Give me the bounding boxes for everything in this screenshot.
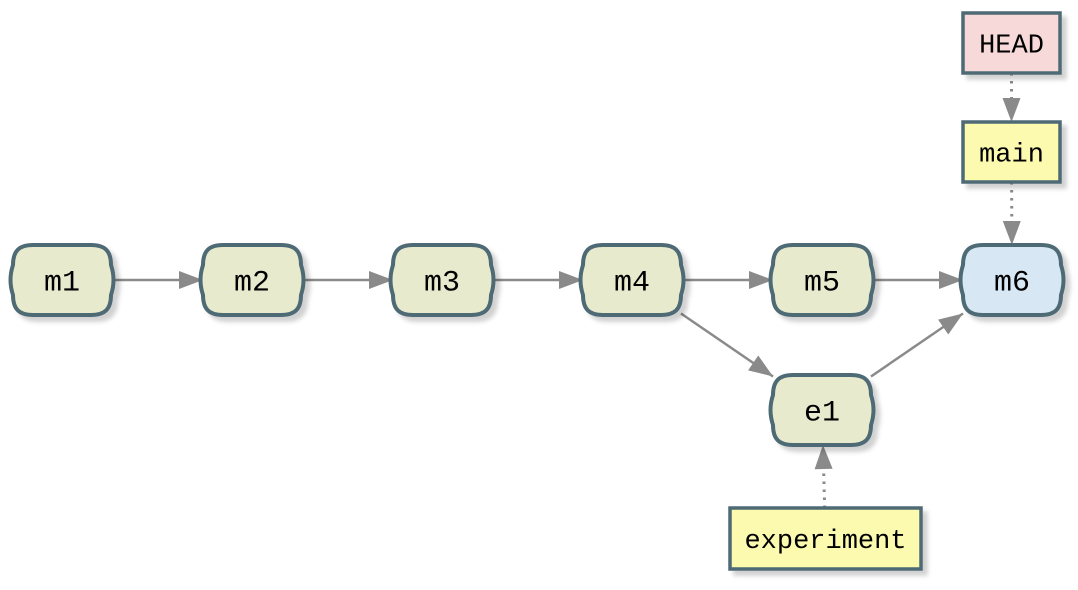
commit-shape [388,243,496,317]
node-label-m2: m2 [234,267,270,301]
branch-box-shape [728,506,923,571]
commit-shape [958,243,1066,317]
node-label-m3: m3 [424,267,460,301]
commit-shape [768,243,876,317]
node-label-experiment: experiment [744,527,906,557]
commit-shape [768,373,876,447]
commit-node-m3: m3 [388,243,496,317]
commit-node-m2: m2 [198,243,306,317]
label-box-experiment: experiment [728,506,923,571]
edge-e1-m6 [870,312,964,378]
label-box-HEAD: HEAD [961,11,1062,75]
commit-node-e1: e1 [768,373,876,447]
node-label-m4: m4 [614,267,650,301]
commit-shape [8,243,116,317]
commit-node-m1: m1 [8,243,116,317]
edge-m4-e1 [680,312,774,378]
commit-node-m6: m6 [958,243,1066,317]
node-label-e1: e1 [804,397,840,431]
branch-box-shape [961,120,1062,184]
node-label-main: main [979,140,1044,170]
commit-shape [198,243,306,317]
commit-node-m5: m5 [768,243,876,317]
node-label-HEAD: HEAD [979,31,1044,61]
head-box-shape [961,11,1062,75]
node-layer: m1 m2 m3 m4 m5 m6 e1 HEAD main experiment [8,11,1066,571]
edge-experiment-e1 [814,444,833,509]
label-box-main: main [961,120,1062,184]
node-label-m6: m6 [994,267,1030,301]
edge-layer [111,73,1021,509]
node-label-m1: m1 [44,267,80,301]
node-label-m5: m5 [804,267,840,301]
commit-shape [578,243,686,317]
commit-node-m4: m4 [578,243,686,317]
